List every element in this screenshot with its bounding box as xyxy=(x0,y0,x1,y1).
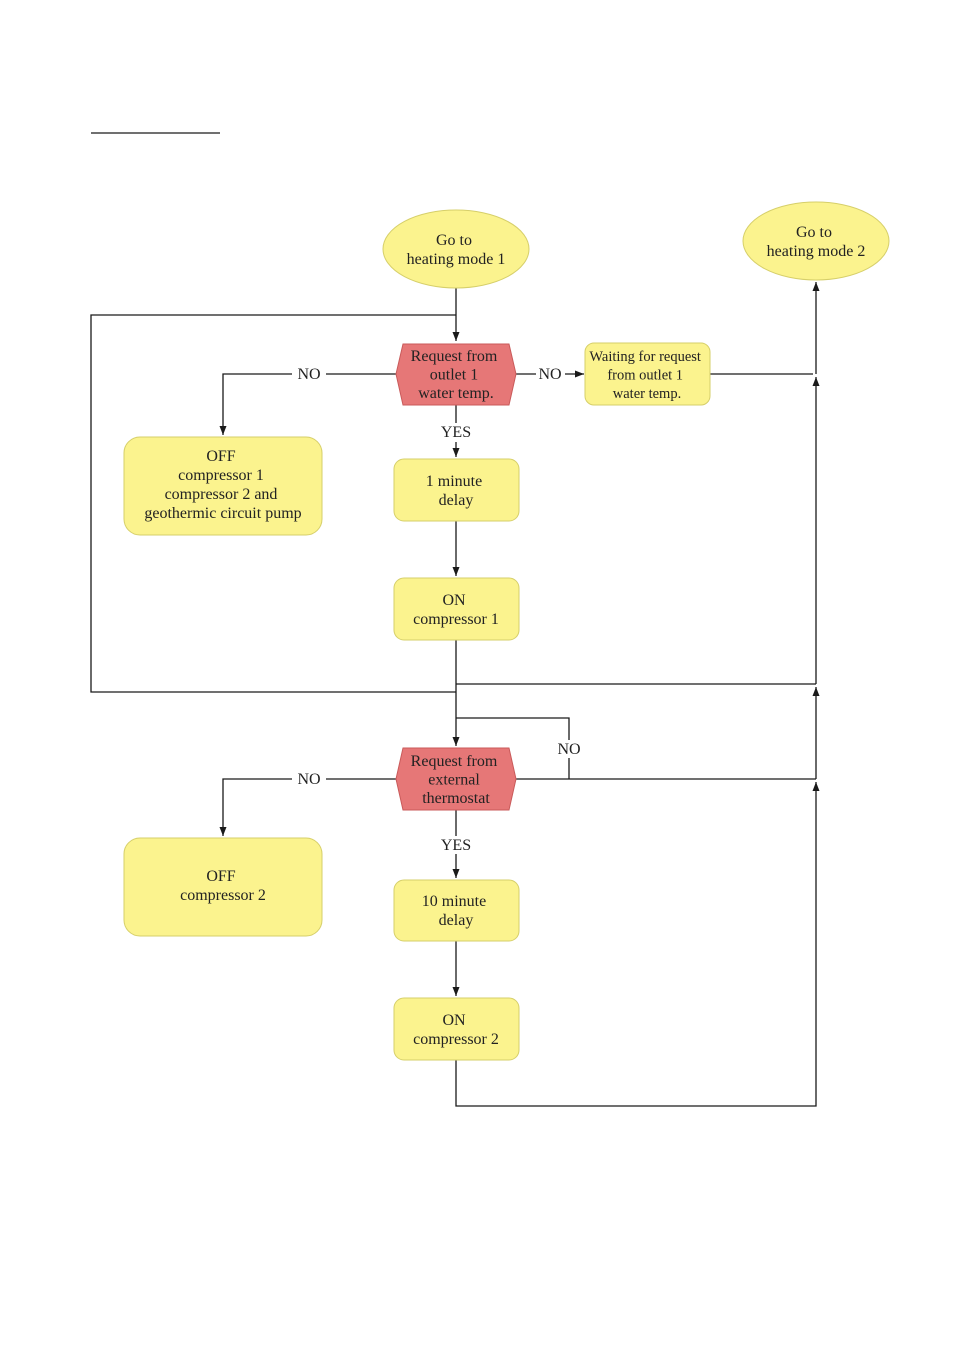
label-yes-2: YES xyxy=(441,837,471,854)
text-line: Request from xyxy=(411,753,498,770)
text-line: 1 minute xyxy=(426,473,482,490)
node-start-mode1-text: Go to heating mode 1 xyxy=(407,232,506,268)
node-off-c2: OFF compressor 2 xyxy=(123,837,323,937)
text-line: delay xyxy=(439,492,474,509)
node-off-c1-text: OFF compressor 1 compressor 2 and geothe… xyxy=(144,448,301,522)
text-line: external xyxy=(428,772,480,789)
node-delay10: 10 minute delay xyxy=(393,879,520,942)
text-line: thermostat xyxy=(422,790,490,807)
terminator-shape xyxy=(742,201,890,281)
edge-bottom-return xyxy=(455,782,820,1107)
connectors xyxy=(90,282,820,1107)
label-no-loop-2: NO xyxy=(557,741,580,758)
process-shape xyxy=(584,342,711,406)
text-line: Go to xyxy=(796,224,832,241)
process-shape xyxy=(393,458,520,522)
node-on-c1: ON compressor 1 xyxy=(393,577,520,641)
process-shape xyxy=(393,997,520,1061)
node-start-mode1: Go to heating mode 1 xyxy=(382,209,530,289)
text-line: ON xyxy=(442,1012,466,1029)
process-shape xyxy=(393,577,520,641)
text-line: compressor 2 and xyxy=(165,486,278,503)
text-line: compressor 1 xyxy=(413,611,499,628)
text-line: from outlet 1 xyxy=(607,368,683,384)
text-line: geothermic circuit pump xyxy=(144,505,301,522)
process-shape xyxy=(123,436,323,536)
text-line: OFF xyxy=(206,868,235,885)
label-yes-1: YES xyxy=(441,424,471,441)
text-line: heating mode 1 xyxy=(407,251,506,268)
node-waiting-text: Waiting for request from outlet 1 water … xyxy=(589,349,704,402)
edge-no-left-1b xyxy=(219,373,292,435)
text-line: ON xyxy=(442,592,466,609)
node-on-c1-text: ON compressor 1 xyxy=(413,592,499,628)
edge-no-loop-2a xyxy=(456,717,570,740)
text-line: Waiting for request xyxy=(589,349,701,365)
text-line: outlet 1 xyxy=(430,367,478,384)
text-line: water temp. xyxy=(613,386,681,402)
process-shape xyxy=(123,837,323,937)
text-line: 10 minute xyxy=(422,893,486,910)
nodes: Go to heating mode 1 Go to heating mode … xyxy=(123,201,890,1061)
node-decision-outlet: Request from outlet 1 water temp. xyxy=(395,343,517,406)
decision-shape xyxy=(395,343,517,406)
node-on-c2: ON compressor 2 xyxy=(393,997,520,1061)
text-line: compressor 2 xyxy=(413,1031,499,1048)
text-line: Request from xyxy=(411,348,498,365)
node-delay1: 1 minute delay xyxy=(393,458,520,522)
text-line: compressor 2 xyxy=(180,887,266,904)
decision-shape xyxy=(395,747,517,811)
text-line: Go to xyxy=(436,232,472,249)
node-decision-thermostat: Request from external thermostat xyxy=(395,747,517,811)
text-line: heating mode 2 xyxy=(767,243,866,260)
node-delay1-text: 1 minute delay xyxy=(426,473,486,509)
process-shape xyxy=(393,879,520,942)
edge-no-left-2b xyxy=(219,778,292,836)
edge-loop-left xyxy=(90,314,456,693)
node-decision-thermostat-text: Request from external thermostat xyxy=(411,753,502,807)
node-decision-outlet-text: Request from outlet 1 water temp. xyxy=(411,348,502,402)
text-line: delay xyxy=(439,912,474,929)
edge-labels: NO NO YES NO NO YES xyxy=(297,366,580,854)
node-goto-mode2-text: Go to heating mode 2 xyxy=(767,224,866,260)
node-waiting: Waiting for request from outlet 1 water … xyxy=(584,342,711,406)
text-line: water temp. xyxy=(418,385,494,402)
text-line: OFF xyxy=(206,448,235,465)
node-on-c2-text: ON compressor 2 xyxy=(413,1012,499,1048)
label-no-left-1: NO xyxy=(297,366,320,383)
node-off-c2-text: OFF compressor 2 xyxy=(180,868,266,904)
node-delay10-text: 10 minute delay xyxy=(422,893,490,929)
text-line: compressor 1 xyxy=(178,467,264,484)
label-no-left-2: NO xyxy=(297,771,320,788)
label-no-right-1: NO xyxy=(538,366,561,383)
terminator-shape xyxy=(382,209,530,289)
node-off-c1: OFF compressor 1 compressor 2 and geothe… xyxy=(123,436,323,536)
node-goto-mode2: Go to heating mode 2 xyxy=(742,201,890,281)
